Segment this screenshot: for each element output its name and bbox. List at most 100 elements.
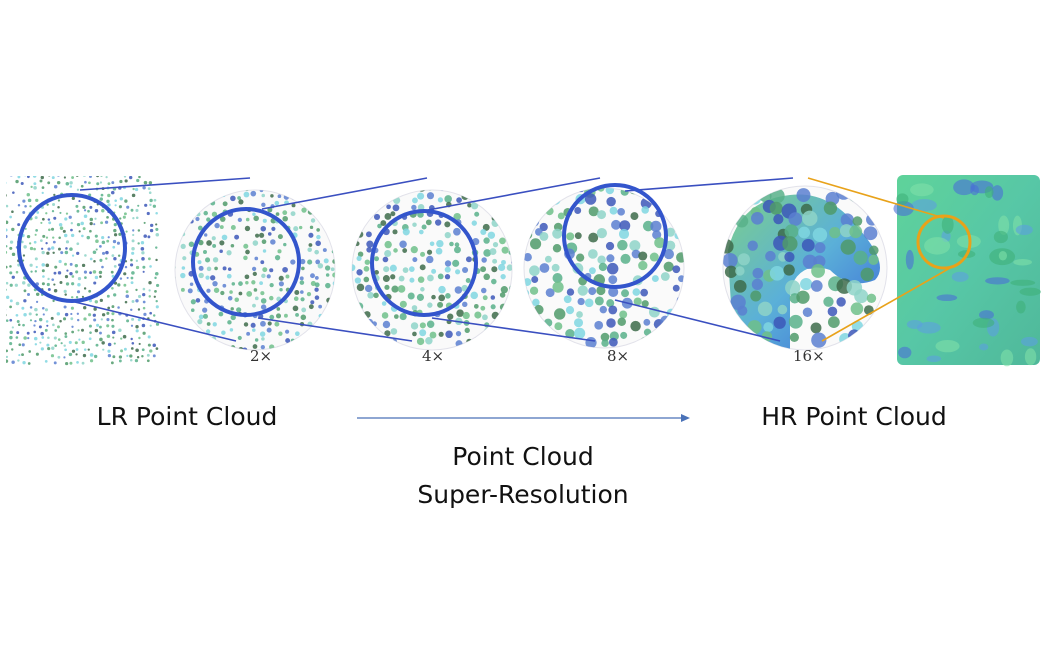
surface-blob [998, 251, 1007, 261]
point [466, 338, 473, 345]
point [453, 212, 461, 221]
surface-blob [1016, 300, 1026, 314]
lr-point-cloud-label: LR Point Cloud [96, 402, 278, 431]
point [152, 343, 157, 348]
point [444, 266, 451, 273]
point [439, 190, 446, 191]
point [141, 348, 145, 352]
point [630, 212, 639, 221]
point [481, 337, 489, 345]
point [293, 226, 299, 232]
point [134, 187, 139, 192]
point [175, 314, 179, 319]
point [295, 331, 300, 337]
point [21, 343, 25, 347]
point [492, 190, 500, 191]
point [226, 250, 232, 256]
point [29, 319, 33, 322]
point [77, 329, 80, 332]
point [212, 257, 219, 263]
surface-blob [979, 343, 989, 351]
point [290, 259, 296, 265]
point [9, 246, 13, 250]
hr-connector-lines [807, 177, 951, 342]
point [356, 192, 363, 200]
point [82, 353, 87, 358]
point [371, 201, 379, 210]
point [677, 327, 684, 338]
point [48, 228, 51, 232]
point [399, 240, 407, 248]
point [384, 213, 392, 220]
point [242, 179, 248, 185]
point [89, 331, 92, 334]
point [445, 190, 452, 191]
point [854, 289, 869, 304]
zoom-label-2x: 2× [250, 347, 272, 365]
point [106, 215, 109, 219]
point [213, 194, 218, 199]
point [17, 323, 21, 327]
point [81, 340, 85, 345]
point [47, 181, 51, 185]
point [529, 286, 539, 295]
point [574, 207, 582, 214]
point [69, 262, 73, 266]
point [501, 246, 509, 254]
point [198, 272, 204, 279]
point [640, 336, 651, 347]
surface-blob [911, 199, 937, 212]
point [419, 329, 427, 337]
point [473, 190, 482, 196]
point [356, 283, 365, 292]
point [310, 280, 316, 287]
point [24, 176, 27, 177]
point [15, 313, 19, 317]
point [300, 290, 304, 294]
point [83, 214, 88, 219]
point [453, 246, 461, 254]
point [584, 193, 597, 205]
point [130, 358, 133, 362]
point [64, 217, 68, 221]
point [260, 260, 265, 265]
point [63, 289, 67, 293]
point [827, 306, 838, 317]
point [811, 332, 827, 348]
point [93, 259, 96, 263]
point [17, 176, 21, 179]
point [69, 271, 73, 276]
point [654, 338, 664, 348]
point [131, 251, 135, 255]
point [175, 331, 179, 336]
point [95, 239, 99, 244]
point [752, 267, 764, 279]
point [773, 214, 784, 225]
point [534, 199, 542, 207]
point [101, 240, 106, 245]
point [147, 187, 151, 191]
point [130, 258, 133, 262]
point [6, 281, 9, 285]
point [146, 353, 150, 357]
point [353, 220, 361, 228]
point [64, 293, 67, 296]
point [314, 337, 320, 342]
point [131, 239, 135, 243]
point [189, 282, 194, 286]
point [318, 304, 323, 309]
point [198, 265, 204, 271]
point [206, 190, 210, 191]
point [299, 280, 305, 285]
point [250, 322, 256, 328]
point [601, 339, 609, 347]
point [769, 201, 783, 215]
point [47, 347, 51, 351]
point [100, 193, 104, 197]
point [426, 255, 434, 264]
point [101, 313, 106, 317]
point [65, 361, 69, 366]
point [261, 193, 266, 198]
point [190, 193, 196, 199]
point [142, 300, 146, 304]
